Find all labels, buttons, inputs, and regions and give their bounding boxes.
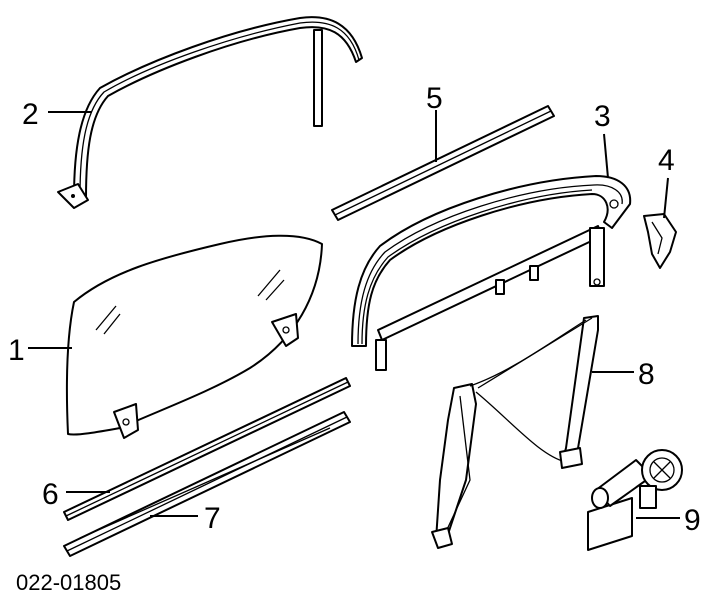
- part-7-inner-weatherstrip: [63, 411, 351, 557]
- part-4-bracket: [643, 213, 677, 269]
- part-3-window-guide: [351, 175, 632, 371]
- callout-9: 9: [684, 504, 701, 537]
- callout-8: 8: [638, 358, 655, 391]
- part-2-frame-seal: [57, 16, 363, 209]
- reference-number: 022-01805: [16, 570, 121, 595]
- part-6-outer-weatherstrip: [63, 377, 351, 521]
- callout-3: 3: [594, 100, 611, 133]
- leader-3: [603, 133, 609, 179]
- callout-6: 6: [42, 478, 59, 511]
- callout-4: 4: [658, 144, 675, 177]
- callout-2: 2: [22, 98, 39, 131]
- part-5-strip-seal: [331, 105, 555, 221]
- callout-1: 1: [8, 334, 25, 367]
- part-9-regulator-motor: [587, 449, 683, 551]
- part-8-window-regulator: [431, 315, 599, 549]
- callout-5: 5: [426, 82, 443, 115]
- callout-7: 7: [204, 502, 221, 535]
- part-1-window-glass: [65, 234, 323, 439]
- leader-4: [663, 177, 669, 219]
